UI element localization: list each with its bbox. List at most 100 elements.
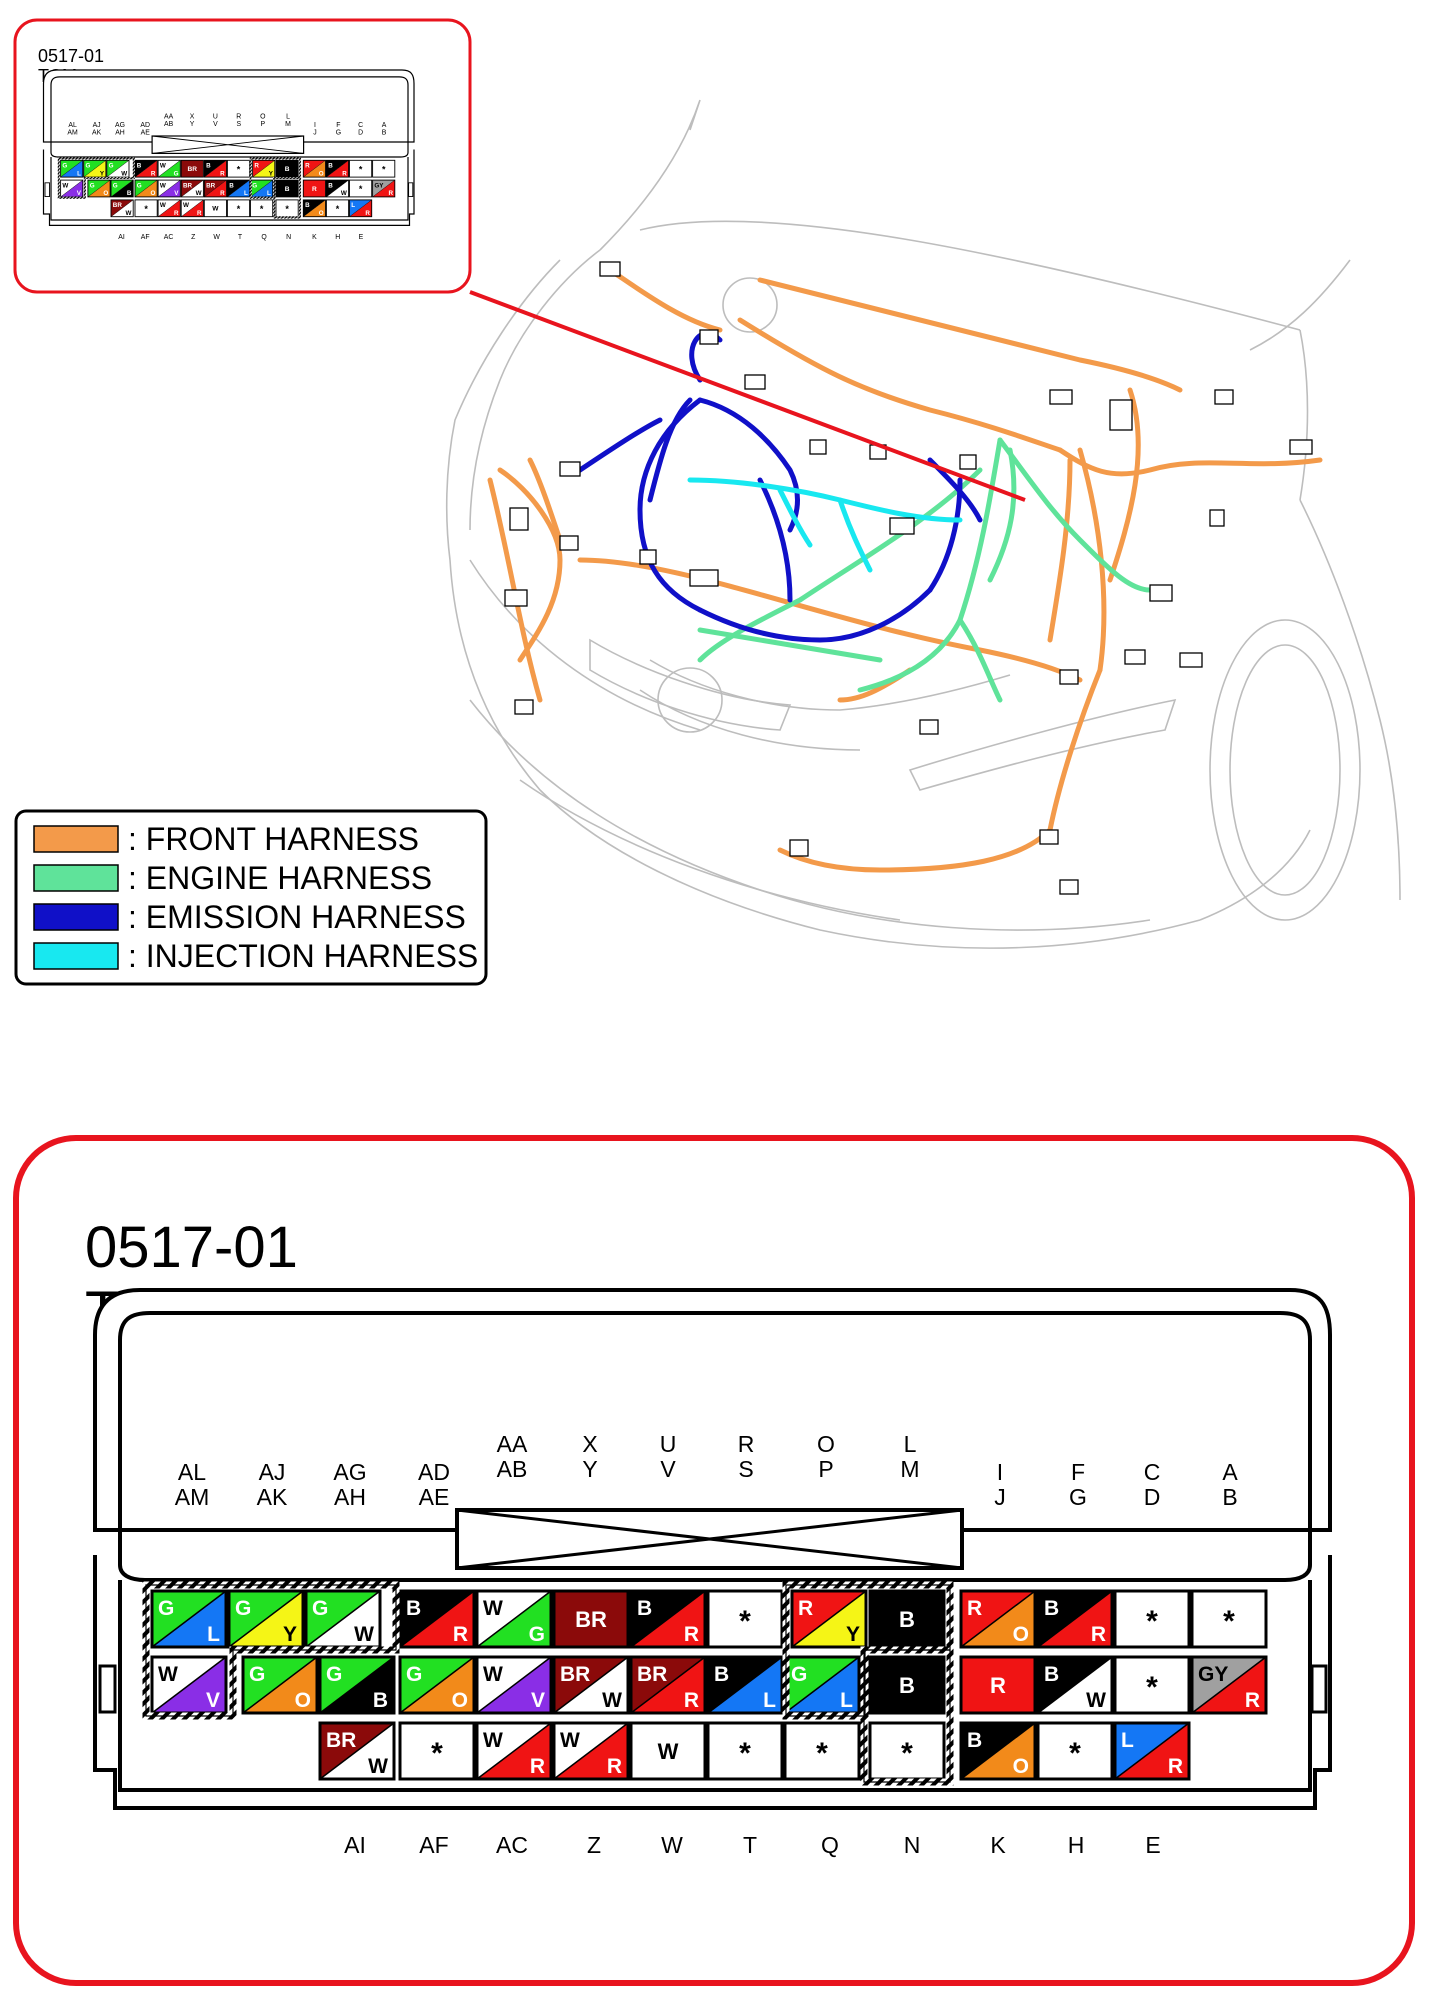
pin-label-top: V (213, 121, 218, 128)
pin-label-bottom: N (286, 234, 291, 241)
pin-row2: BL (706, 1655, 784, 1715)
pin-row3: LR (1113, 1721, 1191, 1781)
pin-label-top: X (582, 1431, 597, 1457)
pin-row2: WV (157, 179, 181, 198)
svg-text:Y: Y (846, 1623, 860, 1646)
inset-connector-face: GLGYGWBRWGBRBR*RYBROBR**WVGOGBGOWVBRWBRR… (42, 69, 415, 241)
pin-row3: * (275, 199, 299, 218)
pin-row2: GO (134, 179, 158, 198)
svg-text:BR: BR (326, 1729, 356, 1752)
pin-row1: BR (180, 159, 204, 178)
pin-label-top: AK (92, 130, 102, 137)
legend-swatch (33, 864, 119, 892)
injection-harness-wiring (687, 477, 963, 573)
pin-row2: B (275, 179, 299, 198)
svg-text:B: B (406, 1597, 421, 1620)
pin-label-top: R (738, 1431, 755, 1457)
pin-row1: BR (629, 1589, 707, 1649)
pin-label-bottom: H (335, 234, 340, 241)
pin-row1: RO (302, 159, 326, 178)
pin-row2: GB (110, 179, 134, 198)
svg-text:R: R (254, 163, 259, 170)
svg-text:*: * (285, 204, 289, 214)
svg-text:B: B (328, 182, 333, 189)
connector-key-cross (152, 135, 304, 154)
svg-text:R: R (530, 1755, 545, 1778)
svg-text:B: B (967, 1729, 982, 1752)
svg-text:V: V (77, 190, 82, 197)
inset-connector-view: 0517-01 TCM GLGYGWBRWGBRBR*RYBROBR**WVGO… (13, 18, 472, 294)
legend-label: : FRONT HARNESS (128, 821, 419, 857)
pin-label-top: A (1222, 1459, 1238, 1485)
svg-text:B: B (373, 1689, 388, 1712)
pin-row3: LR (349, 199, 373, 218)
pin-label-top: AA (497, 1431, 528, 1457)
pin-row3: BR W (318, 1721, 396, 1781)
svg-text:B: B (328, 163, 333, 170)
svg-text:*: * (739, 1737, 751, 1770)
connector-housing (93, 1288, 1332, 1532)
pin-label-top: Y (190, 121, 195, 128)
left-latch (44, 182, 50, 198)
svg-text:G: G (791, 1663, 807, 1686)
svg-text:V: V (174, 190, 179, 197)
pin-label-top: AM (175, 1484, 210, 1510)
svg-text:O: O (295, 1689, 311, 1712)
svg-text:Y: Y (100, 170, 105, 177)
pin-row1: * (349, 159, 373, 178)
pin-label-top: D (358, 130, 363, 137)
svg-text:W: W (368, 1755, 388, 1778)
svg-text:GY: GY (1198, 1663, 1228, 1686)
connector-body (42, 149, 415, 227)
svg-text:W: W (158, 1663, 178, 1686)
pin-row1: * (1190, 1589, 1268, 1649)
svg-text:BR: BR (206, 182, 216, 189)
svg-text:R: R (174, 210, 179, 217)
svg-text:B: B (285, 186, 290, 193)
pin-row1: BR (325, 159, 350, 178)
pin-row2: WV (150, 1655, 228, 1715)
pin-row1: * (1113, 1589, 1191, 1649)
pin-label-bottom: E (359, 234, 364, 241)
svg-text:R: R (197, 210, 202, 217)
pin-label-bottom: T (238, 234, 243, 241)
svg-text:R: R (220, 190, 225, 197)
svg-text:*: * (901, 1737, 913, 1770)
pin-label-top: M (900, 1456, 919, 1482)
svg-text:R: R (453, 1623, 468, 1646)
pin-row2: WV (475, 1655, 553, 1715)
pin-row2: BRR (629, 1655, 707, 1715)
svg-text:V: V (531, 1689, 545, 1712)
pin-label-top: AH (115, 130, 125, 137)
svg-text:GY: GY (374, 182, 384, 189)
pin-label-bottom: K (990, 1832, 1006, 1858)
svg-text:G: G (174, 170, 179, 177)
pin-row1: * (226, 159, 251, 178)
svg-text:B: B (714, 1663, 729, 1686)
pin-row2: R (959, 1655, 1037, 1715)
pin-row3: WR (475, 1721, 553, 1781)
harness-connectors (504, 261, 1313, 895)
pin-row2: GO (87, 179, 111, 198)
pin-row1: BR (1036, 1589, 1114, 1649)
pin-label-top: B (382, 130, 387, 137)
svg-text:G: G (235, 1597, 251, 1620)
callout-line (469, 290, 1026, 502)
pin-row1: GL (60, 159, 84, 178)
svg-text:B: B (637, 1597, 652, 1620)
svg-text:*: * (336, 204, 340, 214)
svg-text:R: R (388, 190, 393, 197)
pin-row1: BR (203, 159, 227, 178)
svg-text:G: G (252, 182, 257, 189)
connector-body (93, 1555, 1332, 1810)
svg-text:G: G (406, 1663, 422, 1686)
connector-inner-frame (118, 1311, 1312, 1582)
pin-row2: GL (783, 1655, 861, 1715)
pin-label-top: F (1071, 1459, 1085, 1485)
svg-text:*: * (1223, 1605, 1235, 1638)
pin-row2: GL (250, 179, 274, 198)
pin-label-top: B (1222, 1484, 1237, 1510)
svg-text:L: L (351, 202, 355, 209)
